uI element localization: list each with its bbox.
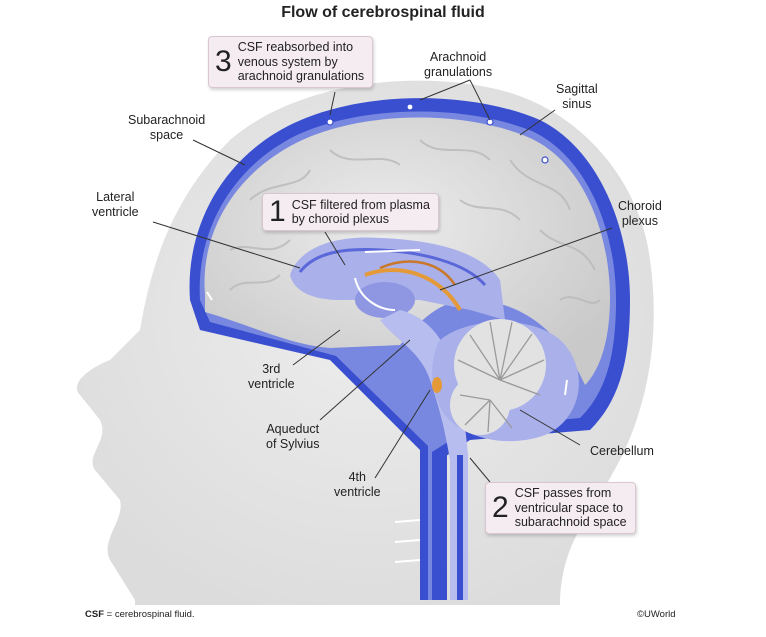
third-ventricle (355, 282, 415, 318)
copyright: ©UWorld (637, 609, 676, 620)
step-text: CSF filtered from plasma by choroid plex… (291, 197, 430, 227)
step-number: 3 (215, 44, 232, 78)
flow-arrows (206, 249, 568, 563)
label-arachnoid-granulations: Arachnoid granulations (424, 50, 493, 79)
diagram-title: Flow of cerebrospinal fluid (281, 4, 485, 21)
fourth-ventricle-choroid (432, 377, 442, 393)
step-text: CSF reabsorbed into venous system by ara… (237, 40, 365, 83)
label-subarachnoid-space: Subarachnoid space (128, 113, 206, 142)
label-sagittal-sinus: Sagittal sinus (556, 82, 598, 111)
choroid-plexus (364, 268, 462, 311)
step-text: CSF passes from ventricular space to sub… (514, 486, 627, 529)
label-cerebellum: Cerebellum (590, 444, 654, 458)
leader-lines (152, 79, 613, 483)
label-third-ventricle: 3rd ventricle (248, 362, 295, 391)
label-lateral-ventricle: Lateral ventricle (92, 190, 139, 219)
callout-step-2: 2 CSF passes from ventricular space to s… (485, 482, 636, 534)
callout-step-3: 3 CSF reabsorbed into venous system by a… (208, 36, 374, 88)
callout-step-1: 1 CSF filtered from plasma by choroid pl… (262, 193, 439, 231)
footnote-definition: = cerebrospinal fluid. (104, 609, 195, 620)
label-choroid-plexus: Choroid plexus (618, 199, 662, 228)
cerebellum-shape (432, 319, 579, 442)
step-number: 2 (492, 490, 509, 524)
spinal-subarachnoid-space (437, 455, 447, 600)
step-number: 1 (269, 195, 286, 228)
footnote-abbr: CSF (85, 609, 104, 620)
label-aqueduct-of-sylvius: Aqueduct of Sylvius (266, 422, 320, 451)
footnote: CSF = cerebrospinal fluid. (85, 609, 195, 620)
label-fourth-ventricle: 4th ventricle (334, 470, 381, 499)
